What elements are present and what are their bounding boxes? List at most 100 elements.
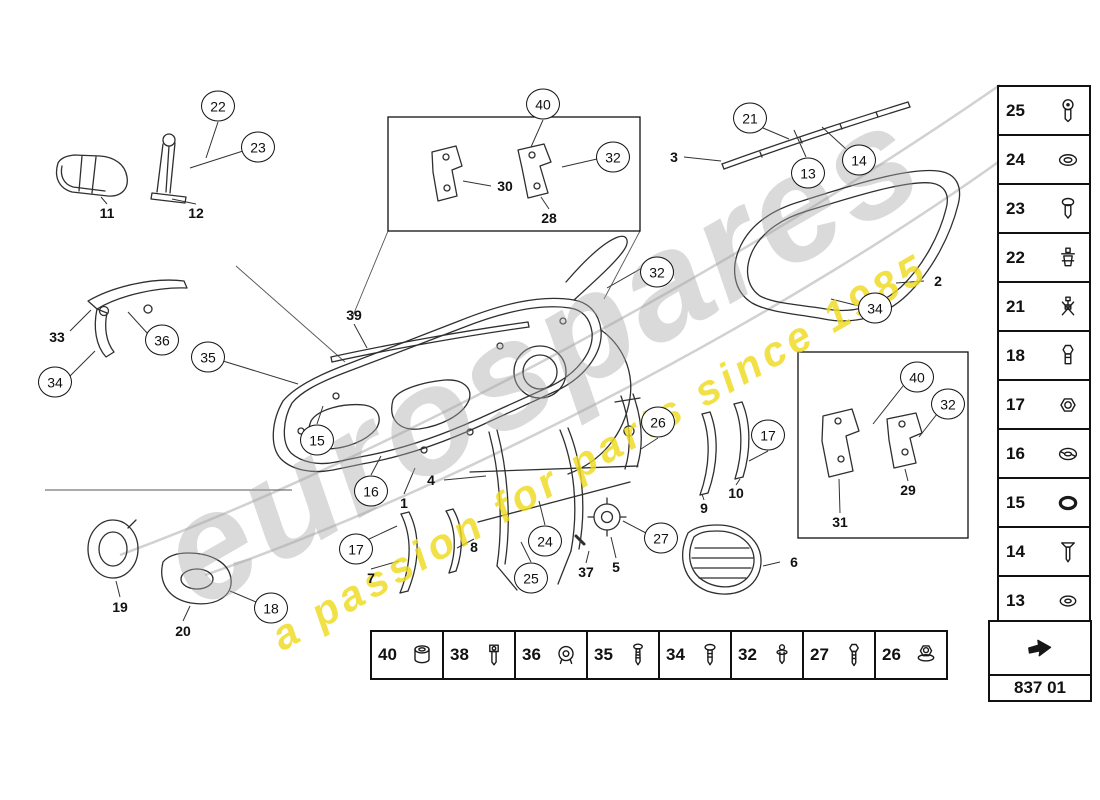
- part-arrow-icon: [1026, 632, 1054, 664]
- callout-28: 28: [541, 210, 557, 226]
- callout-25[interactable]: 25: [514, 562, 548, 594]
- callout-20: 20: [175, 623, 191, 639]
- callout-40[interactable]: 40: [526, 88, 560, 120]
- part-number: 23: [1006, 198, 1025, 218]
- sidebar-part-24[interactable]: 24: [997, 134, 1091, 185]
- bottom-part-27[interactable]: 27: [802, 630, 876, 680]
- callout-23[interactable]: 23: [241, 131, 275, 163]
- bottom-part-35[interactable]: 35: [586, 630, 660, 680]
- seal-ring-icon: [1054, 487, 1082, 519]
- callout-36[interactable]: 36: [145, 324, 179, 356]
- sidebar-part-15[interactable]: 15: [997, 477, 1091, 528]
- part-number: 18: [1006, 345, 1025, 365]
- sidebar-part-16[interactable]: 16: [997, 428, 1091, 479]
- part-number: 17: [1006, 394, 1025, 414]
- callout-37: 37: [578, 564, 594, 580]
- round-clip-icon: [552, 639, 580, 671]
- callout-15[interactable]: 15: [300, 424, 334, 456]
- callout-26[interactable]: 26: [641, 406, 675, 438]
- callout-16[interactable]: 16: [354, 475, 388, 507]
- callout-31: 31: [832, 514, 848, 530]
- bottom-part-34[interactable]: 34: [658, 630, 732, 680]
- callout-35[interactable]: 35: [191, 341, 225, 373]
- sidebar-part-17[interactable]: 17: [997, 379, 1091, 430]
- callout-8: 8: [470, 539, 478, 555]
- bottom-part-36[interactable]: 36: [514, 630, 588, 680]
- sidebar-part-22[interactable]: 22: [997, 232, 1091, 283]
- callout-6: 6: [790, 554, 798, 570]
- callout-27[interactable]: 27: [644, 522, 678, 554]
- callout-22[interactable]: 22: [201, 90, 235, 122]
- part-number: 14: [1006, 541, 1025, 561]
- part-number: 22: [1006, 247, 1025, 267]
- callout-19: 19: [112, 599, 128, 615]
- sidebar-part-13[interactable]: 13: [997, 575, 1091, 626]
- bottom-part-26[interactable]: 26: [874, 630, 948, 680]
- callout-39: 39: [346, 307, 362, 323]
- sidebar-part-25[interactable]: 25: [997, 85, 1091, 136]
- part-number: 24: [1006, 149, 1025, 169]
- callout-34[interactable]: 34: [38, 366, 72, 398]
- hex-bolt-icon: [1054, 340, 1082, 372]
- sidebar-part-14[interactable]: 14: [997, 526, 1091, 577]
- countersunk-screw-icon: [1054, 536, 1082, 568]
- callout-21[interactable]: 21: [733, 102, 767, 134]
- callout-10: 10: [728, 485, 744, 501]
- callout-17[interactable]: 17: [339, 533, 373, 565]
- sidebar-part-18[interactable]: 18: [997, 330, 1091, 381]
- expander-clip-icon: [1054, 291, 1082, 323]
- part-number: 40: [378, 645, 397, 664]
- long-screw-icon: [624, 639, 652, 671]
- callout-32[interactable]: 32: [640, 256, 674, 288]
- sidebar-part-21[interactable]: 21: [997, 281, 1091, 332]
- bottom-part-40[interactable]: 40: [370, 630, 444, 680]
- bottom-part-38[interactable]: 38: [442, 630, 516, 680]
- part-number: 32: [738, 645, 757, 664]
- pan-screw-icon: [1054, 193, 1082, 225]
- callout-3: 3: [670, 149, 678, 165]
- callout-13[interactable]: 13: [791, 157, 825, 189]
- callout-17[interactable]: 17: [751, 419, 785, 451]
- part-number: 35: [594, 645, 613, 664]
- callout-24[interactable]: 24: [528, 525, 562, 557]
- callout-7: 7: [367, 570, 375, 586]
- hex-screw-icon: [840, 639, 868, 671]
- stud-bolt-icon: [768, 639, 796, 671]
- part-number: 38: [450, 645, 469, 664]
- bottom-part-32[interactable]: 32: [730, 630, 804, 680]
- parts-sidebar: 25 24 23 22 21 18 17 16 15 14 13: [997, 85, 1091, 626]
- flat-washer-icon: [1054, 585, 1082, 617]
- socket-bolt-icon: [480, 639, 508, 671]
- callout-32[interactable]: 32: [596, 141, 630, 173]
- callout-40[interactable]: 40: [900, 361, 934, 393]
- callout-1: 1: [400, 495, 408, 511]
- part-number: 13: [1006, 590, 1025, 610]
- callout-18[interactable]: 18: [254, 592, 288, 624]
- part-number: 26: [882, 645, 901, 664]
- callout-14[interactable]: 14: [842, 144, 876, 176]
- hex-nut-icon: [1054, 389, 1082, 421]
- callout-11: 11: [99, 205, 115, 221]
- diagram-arrow-box: [988, 620, 1092, 676]
- torx-screw-icon: [1054, 95, 1082, 127]
- callout-32[interactable]: 32: [931, 388, 965, 420]
- callout-33: 33: [49, 329, 65, 345]
- part-code-box: 837 01: [988, 620, 1092, 702]
- sidebar-part-23[interactable]: 23: [997, 183, 1091, 234]
- oval-grommet-icon: [1054, 438, 1082, 470]
- part-number: 36: [522, 645, 541, 664]
- grommet-clip-icon: [1054, 242, 1082, 274]
- bottom-strip: 40 38 36 35 34 32 27 26: [370, 630, 948, 680]
- part-number: 25: [1006, 100, 1025, 120]
- machine-screw-icon: [696, 639, 724, 671]
- callout-9: 9: [700, 500, 708, 516]
- callout-30: 30: [497, 178, 513, 194]
- callout-34[interactable]: 34: [858, 292, 892, 324]
- callout-4: 4: [427, 472, 435, 488]
- bushing-icon: [408, 639, 436, 671]
- part-number: 34: [666, 645, 685, 664]
- part-number: 15: [1006, 492, 1025, 512]
- callout-2: 2: [934, 273, 942, 289]
